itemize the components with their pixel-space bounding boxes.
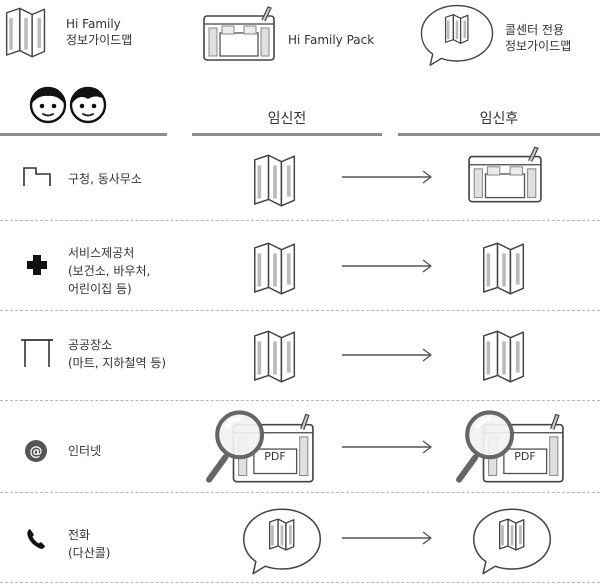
row-label-line: 서비스제공처	[68, 246, 135, 260]
arrow-icon	[341, 170, 432, 184]
row-divider	[0, 400, 600, 401]
legend-guide-map-line2: 정보가이드맵	[66, 33, 133, 47]
header-rule-before-col	[192, 133, 382, 136]
legend-guide-map-line1: Hi Family	[66, 17, 121, 31]
row-label-service-provider: 서비스제공처 (보건소, 바우처, 어린이집 등)	[68, 244, 150, 298]
family-pack-legend-icon	[203, 6, 275, 61]
row-divider	[0, 310, 600, 311]
row-label-line: 공공장소	[68, 338, 113, 352]
guide-map-icon	[252, 154, 297, 208]
pdf-search-icon	[455, 404, 567, 486]
legend-family-pack-label: Hi Family Pack	[288, 33, 375, 47]
pdf-search-icon	[205, 404, 317, 486]
column-header-before: 임신전	[267, 111, 307, 127]
guide-map-icon	[481, 242, 526, 296]
arrow-icon	[341, 348, 432, 362]
legend-callcenter-line2: 정보가이드맵	[505, 39, 572, 53]
guide-map-icon	[252, 330, 297, 384]
row-label-line: 전화	[68, 528, 91, 542]
row-divider	[0, 220, 600, 221]
cross-icon	[27, 255, 47, 275]
phone-icon	[27, 529, 45, 549]
row-label-phone: 전화 (다산콜)	[68, 526, 110, 562]
legend-callcenter-line1: 콜센터 전용	[505, 23, 565, 37]
arrow-icon	[341, 531, 432, 545]
arrow-icon	[341, 440, 432, 454]
table-icon	[21, 339, 53, 367]
row-label-line: (보건소, 바우처,	[68, 264, 151, 278]
row-label-line: 인터넷	[68, 444, 102, 458]
row-label-internet: 인터넷	[68, 442, 101, 460]
legend-callcenter-label: 콜센터 전용 정보가이드맵	[505, 22, 571, 54]
header-rule-label-col	[0, 133, 167, 136]
row-divider	[0, 492, 600, 493]
column-header-after: 임신후	[479, 111, 519, 127]
couple-faces-icon	[29, 86, 107, 124]
arrow-icon	[341, 259, 432, 273]
legend-guide-map-label: Hi Family 정보가이드맵	[66, 16, 132, 48]
row-label-line: (마트, 지하철역 등)	[68, 356, 167, 370]
guide-map-icon	[481, 330, 526, 384]
row-label-line: (다산콜)	[68, 546, 111, 560]
at-icon: @	[25, 440, 47, 462]
building-icon	[23, 167, 51, 186]
callcenter-map-icon	[240, 505, 324, 577]
row-label-line: 구청, 동사무소	[68, 172, 142, 186]
callcenter-map-legend-icon	[418, 0, 496, 70]
callcenter-map-icon	[470, 505, 554, 577]
row-label-district-office: 구청, 동사무소	[68, 170, 142, 188]
family-pack-icon	[468, 146, 542, 203]
svg-text:@: @	[30, 445, 43, 460]
row-label-line: 어린이집 등)	[68, 282, 132, 296]
guide-map-legend-icon	[4, 7, 47, 59]
header-rule-after-col	[398, 133, 600, 136]
pdf-label: PDF	[264, 450, 286, 463]
row-divider	[0, 582, 600, 583]
pdf-label: PDF	[514, 450, 536, 463]
row-label-public-place: 공공장소 (마트, 지하철역 등)	[68, 336, 166, 372]
guide-map-icon	[252, 242, 297, 296]
